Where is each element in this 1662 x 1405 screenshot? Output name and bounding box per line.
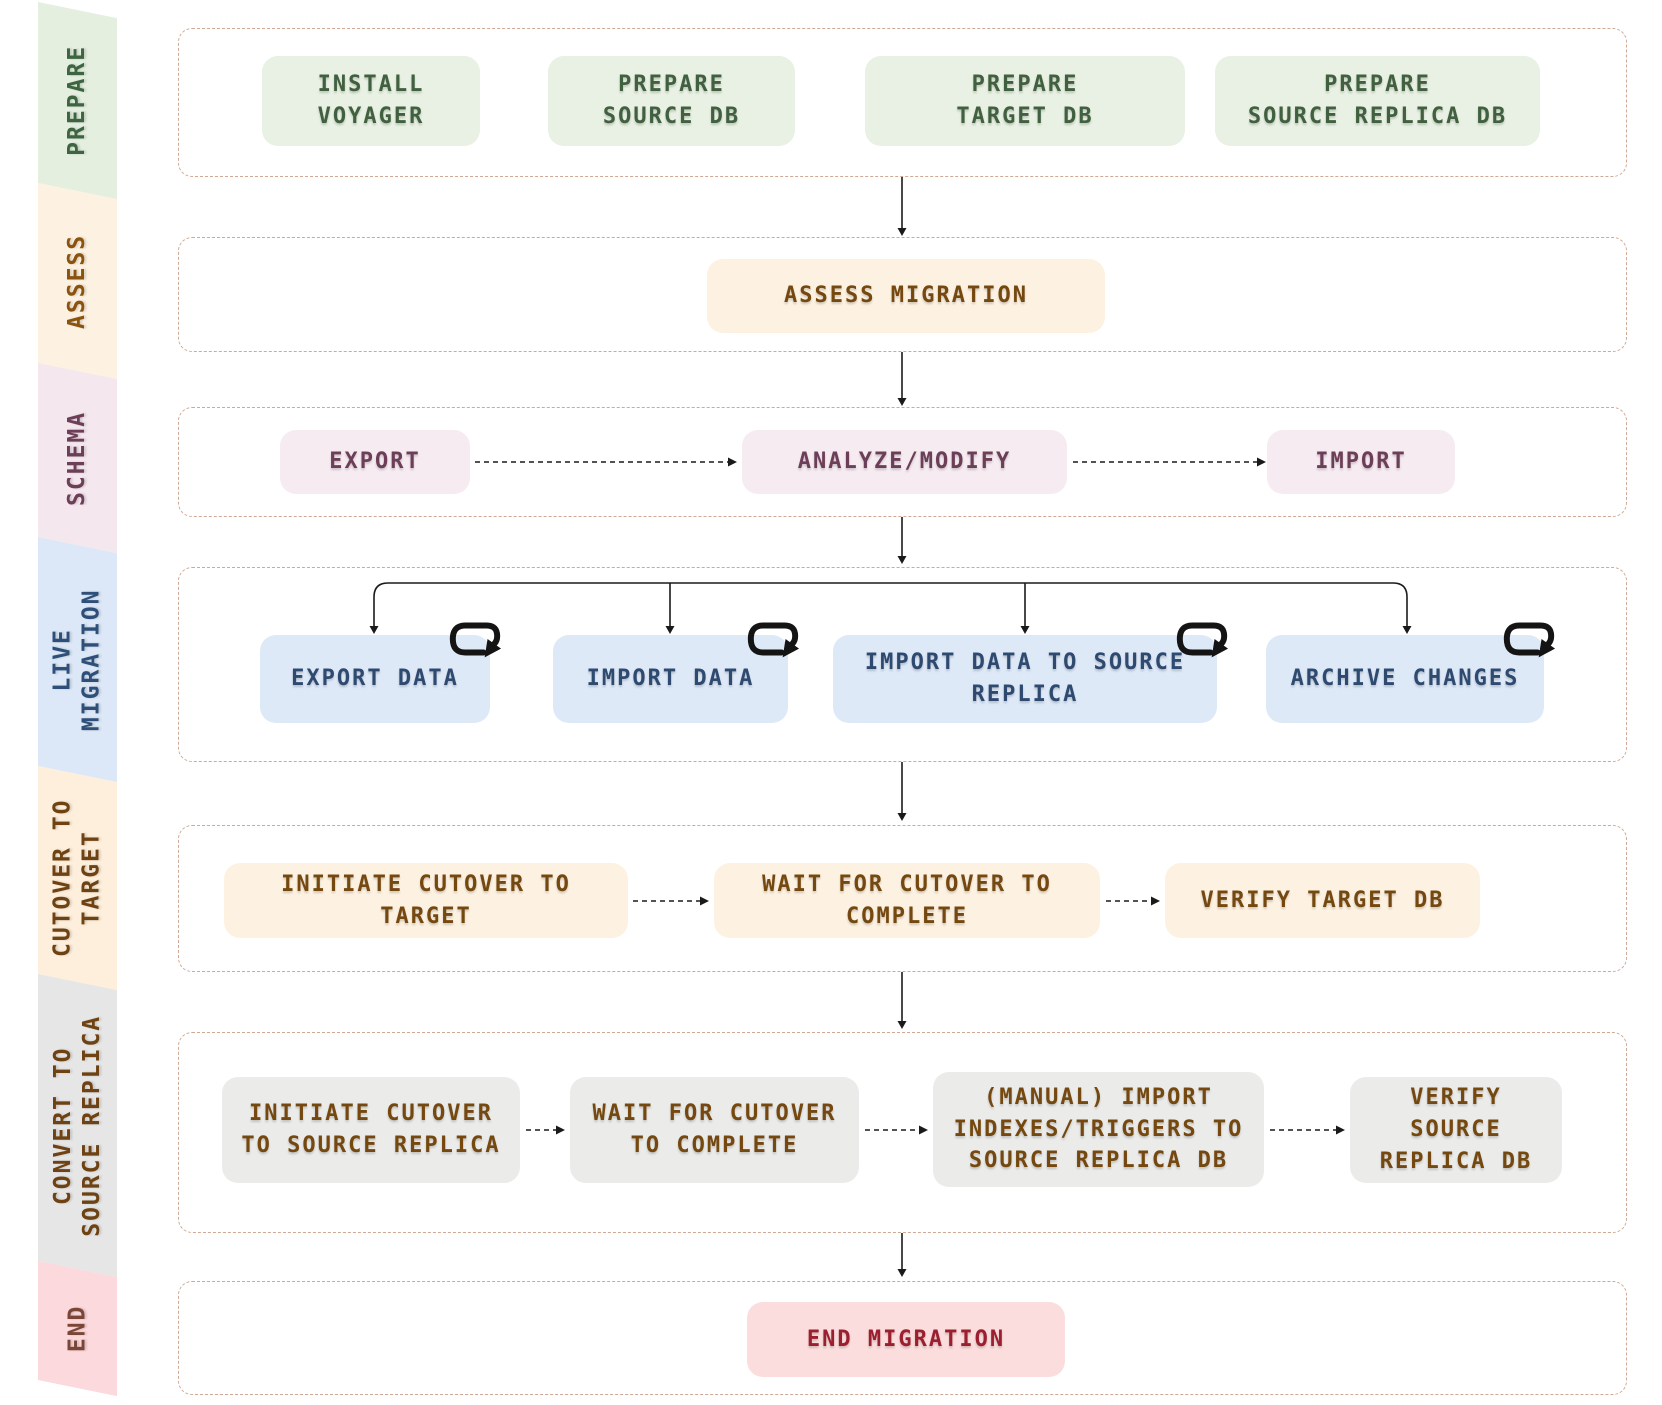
node-export-schema: EXPORT xyxy=(280,430,470,494)
node-prepare-target-db: PREPARE TARGET DB xyxy=(865,56,1185,146)
phase-band-cutover-to-target: CUTOVER TO TARGET xyxy=(38,766,117,991)
node-wait-for-cutover-to-complete-replica: WAIT FOR CUTOVER TO COMPLETE xyxy=(570,1077,859,1183)
loop-icon xyxy=(1503,622,1556,658)
row-schema xyxy=(178,407,1627,517)
phase-label: LIVE MIGRATION xyxy=(49,588,105,731)
phase-band-live-migration: LIVE MIGRATION xyxy=(38,537,117,783)
row-cutover-to-target xyxy=(178,825,1627,972)
node-prepare-source-replica-db: PREPARE SOURCE REPLICA DB xyxy=(1215,56,1540,146)
node-export-data: EXPORT DATA xyxy=(260,635,490,723)
phase-band-convert-to-source-replica: CONVERT TO SOURCE REPLICA xyxy=(38,974,117,1278)
node-analyze-modify-schema: ANALYZE/MODIFY xyxy=(742,430,1067,494)
phase-label: CONVERT TO SOURCE REPLICA xyxy=(49,1014,105,1237)
phase-band-schema: SCHEMA xyxy=(38,363,117,554)
node-manual-import-indexes-triggers: (MANUAL) IMPORT INDEXES/TRIGGERS TO SOUR… xyxy=(933,1072,1264,1187)
phase-band-end: END xyxy=(38,1261,117,1397)
node-end-migration: END MIGRATION xyxy=(747,1302,1065,1377)
node-import-data-to-source-replica: IMPORT DATA TO SOURCE REPLICA xyxy=(833,635,1217,723)
row-prepare xyxy=(178,28,1627,177)
node-install-voyager: INSTALL VOYAGER xyxy=(262,56,480,146)
node-assess-migration: ASSESS MIGRATION xyxy=(707,259,1105,333)
phase-label: PREPARE xyxy=(64,45,91,157)
node-verify-target-db: VERIFY TARGET DB xyxy=(1165,863,1480,938)
node-verify-source-replica-db: VERIFY SOURCE REPLICA DB xyxy=(1350,1077,1562,1183)
phase-label: SCHEMA xyxy=(64,410,91,506)
loop-icon xyxy=(1176,622,1229,658)
phase-band-assess: ASSESS xyxy=(38,183,117,380)
node-initiate-cutover-to-target: INITIATE CUTOVER TO TARGET xyxy=(224,863,628,938)
loop-icon xyxy=(747,622,800,658)
node-import-schema: IMPORT xyxy=(1267,430,1455,494)
phase-label: ASSESS xyxy=(64,233,91,329)
phase-band-prepare: PREPARE xyxy=(38,2,117,200)
phase-ribbon: PREPARE ASSESS SCHEMA LIVE MIGRATION CUT… xyxy=(38,0,117,1405)
node-initiate-cutover-to-source-replica: INITIATE CUTOVER TO SOURCE REPLICA xyxy=(222,1077,520,1183)
phase-label: CUTOVER TO TARGET xyxy=(49,798,105,958)
row-convert-to-source-replica xyxy=(178,1032,1627,1233)
row-live-migration xyxy=(178,567,1627,762)
node-wait-for-cutover-to-complete: WAIT FOR CUTOVER TO COMPLETE xyxy=(714,863,1100,938)
node-archive-changes: ARCHIVE CHANGES xyxy=(1266,635,1544,723)
node-import-data: IMPORT DATA xyxy=(553,635,788,723)
row-assess xyxy=(178,237,1627,352)
node-prepare-source-db: PREPARE SOURCE DB xyxy=(548,56,795,146)
loop-icon xyxy=(449,622,502,658)
row-end xyxy=(178,1281,1627,1395)
phase-label: END xyxy=(64,1304,91,1353)
